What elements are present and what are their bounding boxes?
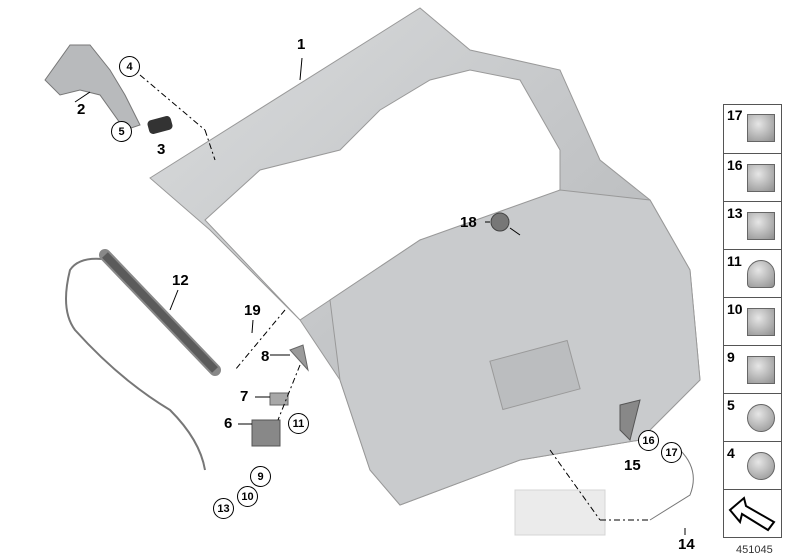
callout-10: 10 <box>237 486 258 507</box>
cable-clip-image <box>747 212 775 240</box>
callout-3: 3 <box>157 141 166 158</box>
cover-7 <box>269 392 289 406</box>
callout-2: 2 <box>77 101 86 118</box>
callout-17: 17 <box>661 442 682 463</box>
callout-19: 19 <box>244 302 261 319</box>
panel-cell-9: 9 <box>724 345 781 394</box>
callout-18: 18 <box>460 214 477 231</box>
panel-label: 10 <box>727 301 743 317</box>
panel-label: 4 <box>727 445 735 461</box>
callout-11: 11 <box>288 413 309 434</box>
leader-lines <box>74 57 686 535</box>
screw-image <box>747 260 775 288</box>
callout-13: 13 <box>213 498 234 519</box>
panel-label: 11 <box>727 253 742 269</box>
callout-15: 15 <box>624 457 641 474</box>
hinge <box>44 44 141 131</box>
panel-label: 17 <box>727 107 743 123</box>
panel-label: 9 <box>727 349 735 365</box>
bump-stop <box>147 116 173 134</box>
bowden-cable <box>649 449 694 521</box>
direction-arrow-icon <box>728 496 776 532</box>
latch-6 <box>251 419 281 447</box>
panel-label: 5 <box>727 397 735 413</box>
bracket-8 <box>289 344 309 372</box>
panel-label: 16 <box>727 157 743 173</box>
callout-9: 9 <box>250 466 271 487</box>
callout-1: 1 <box>297 36 306 53</box>
panel-cell-5: 5 <box>724 393 781 442</box>
callout-6: 6 <box>224 415 233 432</box>
grommet-18 <box>490 212 510 232</box>
license-plate-recess <box>489 339 581 411</box>
hex-bolt-image <box>747 404 775 432</box>
callout-5: 5 <box>111 121 132 142</box>
document-number: 451045 <box>736 544 773 556</box>
panel-cell-13: 13 <box>724 201 781 250</box>
cable <box>65 257 206 471</box>
callout-16: 16 <box>638 430 659 451</box>
handle-15 <box>619 399 641 441</box>
hex-bolt-image <box>747 452 775 480</box>
panel-label: 13 <box>727 205 743 221</box>
panel-cell-17: 17 <box>724 104 781 152</box>
panel-cell-10: 10 <box>724 297 781 346</box>
gas-strut-body <box>102 252 218 373</box>
hex-nut-image <box>747 308 775 336</box>
callout-7: 7 <box>240 388 249 405</box>
callout-12: 12 <box>172 272 189 289</box>
panel-cell-arrow <box>724 489 781 537</box>
panel-cell-16: 16 <box>724 153 781 202</box>
tailgate-lower-panel <box>329 189 701 506</box>
fastener-side-panel: 17 16 13 11 10 9 5 4 <box>723 104 782 538</box>
clip-image <box>747 114 775 142</box>
panel-cell-11: 11 <box>724 249 781 298</box>
hex-nut-image <box>747 356 775 384</box>
callout-8: 8 <box>261 348 270 365</box>
lock-assembly <box>514 489 606 536</box>
callout-14: 14 <box>678 536 695 553</box>
callout-4: 4 <box>119 56 140 77</box>
clip-nut-image <box>747 164 775 192</box>
panel-cell-4: 4 <box>724 441 781 490</box>
